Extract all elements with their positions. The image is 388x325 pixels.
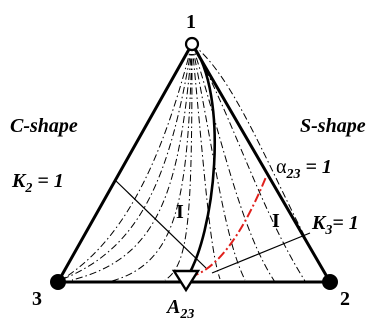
- residue-curve: [191, 43, 246, 281]
- residue-curve: [57, 43, 193, 283]
- ternary-triangle: [56, 42, 332, 284]
- k3-line: [211, 232, 311, 274]
- vertex-1-label: 1: [186, 11, 196, 33]
- k2-line: [114, 179, 207, 269]
- c-shape-label: C-shape: [10, 115, 78, 137]
- a23-label: A23: [165, 296, 194, 322]
- alpha23-label: α23 = 1: [276, 156, 332, 182]
- vertex-1-marker: [184, 36, 200, 52]
- residue-curve: [71, 43, 193, 281]
- residue-curve: [57, 43, 193, 282]
- region-i-right-label: I: [272, 210, 280, 232]
- residue-curve: [164, 43, 193, 281]
- s-shape-label: S-shape: [300, 115, 366, 137]
- vertex-2-marker: [322, 274, 338, 290]
- residue-curve: [111, 43, 193, 282]
- residue-curves-left: [57, 43, 193, 283]
- alpha23-curve: [189, 176, 267, 278]
- k2-label: K2 = 1: [11, 170, 64, 196]
- k3-label: K3= 1: [311, 212, 359, 238]
- region-i-left-label: I: [176, 201, 184, 223]
- vertex-2-label: 2: [340, 288, 350, 310]
- vertex-3-label: 3: [32, 288, 42, 310]
- residue-curve: [191, 43, 221, 280]
- residue-curve: [191, 43, 276, 283]
- vertex-3-marker: [50, 274, 66, 290]
- a23-marker: [171, 269, 201, 293]
